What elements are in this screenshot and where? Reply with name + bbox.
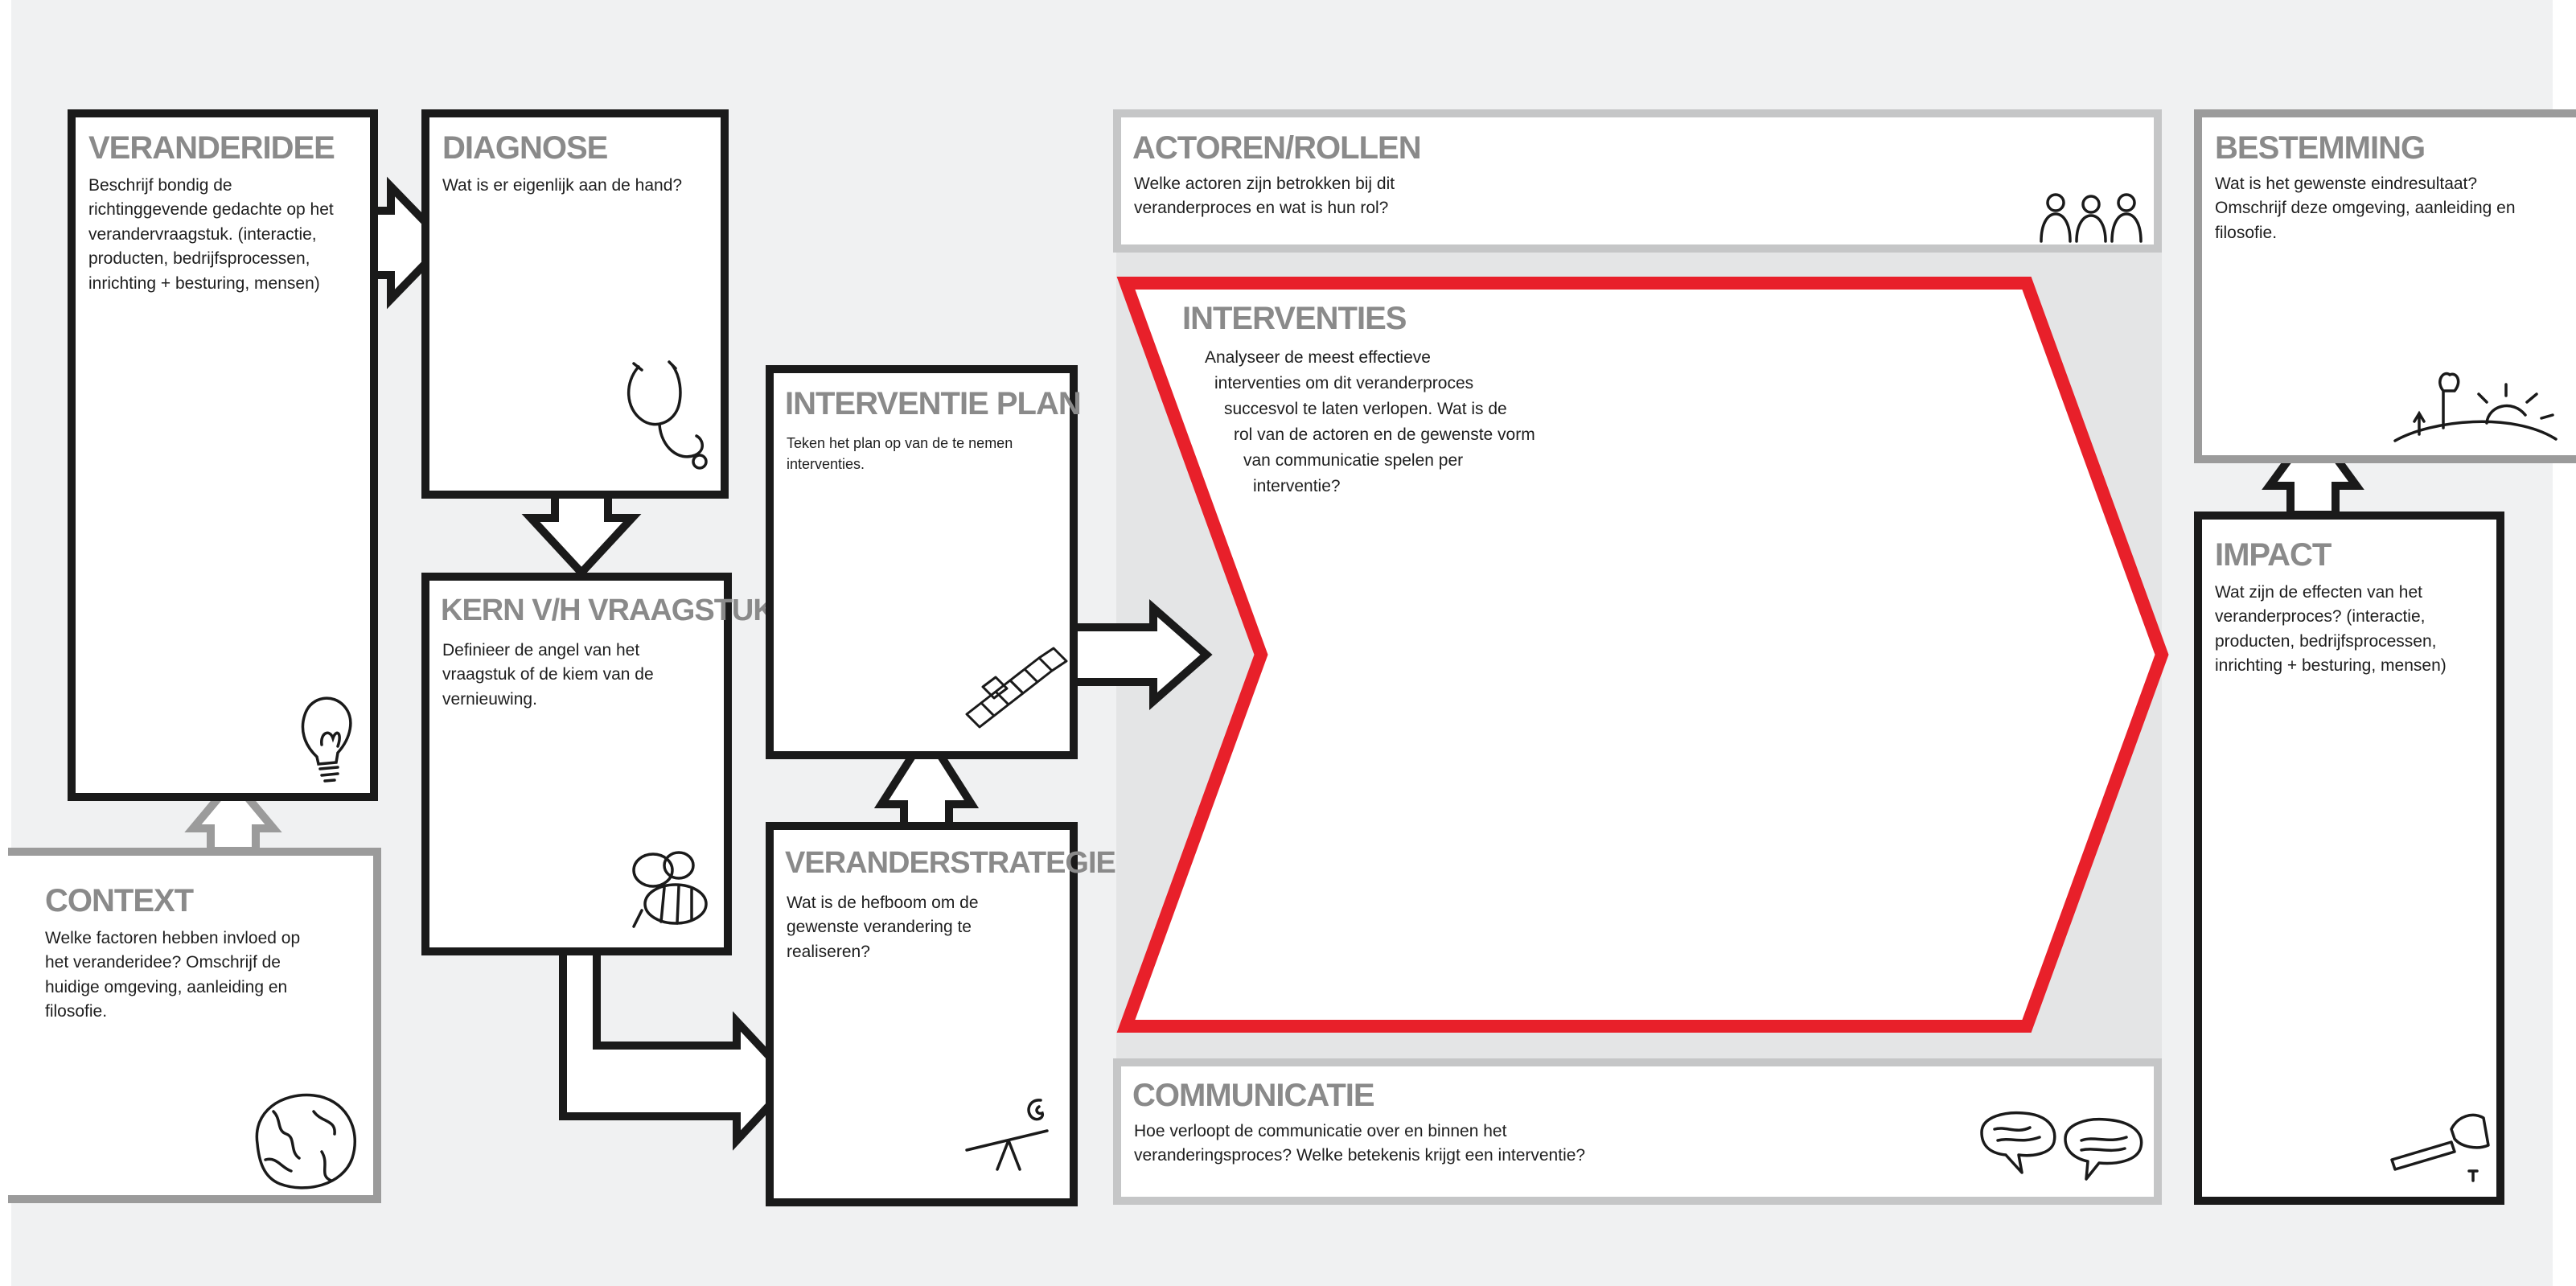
arrow-kern-to-veranderstrategie: [563, 951, 792, 1140]
arrow-plan-to-interventies: [1071, 608, 1206, 701]
interventie-plan-box: INTERVENTIE PLAN Teken het plan op van d…: [766, 365, 1078, 759]
stethoscope-icon: [622, 359, 719, 479]
actoren-title: ACTOREN/ROLLEN: [1132, 132, 1421, 164]
bestemming-description: Wat is het gewenste eindresultaat? Omsch…: [2215, 172, 2569, 245]
diagnose-title: DIAGNOSE: [442, 132, 607, 164]
kern-box: KERN V/H VRAAGSTUK Definieer de angel va…: [421, 573, 732, 955]
bestemming-box: BESTEMMING Wat is het gewenste eindresul…: [2194, 109, 2576, 463]
impact-box: IMPACT Wat zijn de effecten van het vera…: [2194, 512, 2504, 1205]
interventies-title: INTERVENTIES: [1182, 302, 1406, 335]
diagnose-box: DIAGNOSE Wat is er eigenlijk aan de hand…: [421, 109, 729, 499]
communicatie-box: COMMUNICATIE Hoe verloopt de communicati…: [1113, 1058, 2162, 1205]
context-description: Welke factoren hebben invloed op het ver…: [45, 926, 367, 1025]
impact-description: Wat zijn de effecten van het veranderpro…: [2215, 581, 2496, 679]
veranderstrategie-description: Wat is de hefboom om de gewenste verande…: [787, 891, 1068, 964]
bestemming-title: BESTEMMING: [2215, 132, 2425, 164]
interventies-line-2: interventies om dit veranderproces: [1214, 372, 1473, 396]
interventie-plan-title: INTERVENTIE PLAN: [785, 388, 1081, 420]
lever-icon: [963, 1094, 1052, 1174]
veranderidee-box: VERANDERIDEE Beschrijf bondig de richtin…: [68, 109, 378, 801]
interventies-line-5: van communicatie spelen per: [1243, 449, 1463, 473]
interventie-plan-description: Teken het plan op van de te nemen interv…: [787, 433, 1076, 475]
people-icon: [2036, 191, 2146, 243]
speech-bubbles-icon: [1974, 1108, 2151, 1185]
context-title: CONTEXT: [45, 885, 193, 917]
hammer-icon: [2389, 1097, 2493, 1185]
bee-icon: [629, 846, 717, 935]
communicatie-title: COMMUNICATIE: [1132, 1079, 1374, 1111]
impact-title: IMPACT: [2215, 539, 2331, 571]
interventies-line-6: interventie?: [1253, 475, 1341, 499]
globe-icon: [241, 1087, 362, 1192]
lightbulb-icon: [298, 688, 362, 785]
actoren-box: ACTOREN/ROLLEN Welke actoren zijn betrok…: [1113, 109, 2162, 253]
interventies-line-1: Analyseer de meest effectieve: [1205, 346, 1431, 370]
hopscotch-icon: [959, 647, 1071, 735]
diagnose-description: Wat is er eigenlijk aan de hand?: [442, 174, 724, 198]
veranderstrategie-box: VERANDERSTRATEGIE Wat is de hefboom om d…: [766, 822, 1078, 1206]
interventies-line-4: rol van de actoren en de gewenste vorm: [1234, 423, 1535, 447]
actoren-description: Welke actoren zijn betrokken bij dit ver…: [1134, 172, 1617, 221]
context-box: CONTEXT Welke factoren hebben invloed op…: [8, 848, 381, 1203]
landscape-sun-icon: [2392, 367, 2561, 447]
kern-description: Definieer de angel van het vraagstuk of …: [442, 639, 724, 712]
veranderidee-description: Beschrijf bondig de richtinggevende geda…: [88, 174, 378, 296]
veranderstrategie-title: VERANDERSTRATEGIE: [785, 848, 1115, 878]
interventies-line-3: succesvol te laten verlopen. Wat is de: [1224, 397, 1507, 421]
kern-title: KERN V/H VRAAGSTUK: [441, 595, 774, 626]
communicatie-description: Hoe verloopt de communicatie over en bin…: [1134, 1120, 1697, 1169]
veranderidee-title: VERANDERIDEE: [88, 132, 335, 164]
arrow-diagnose-to-kern: [531, 494, 632, 573]
